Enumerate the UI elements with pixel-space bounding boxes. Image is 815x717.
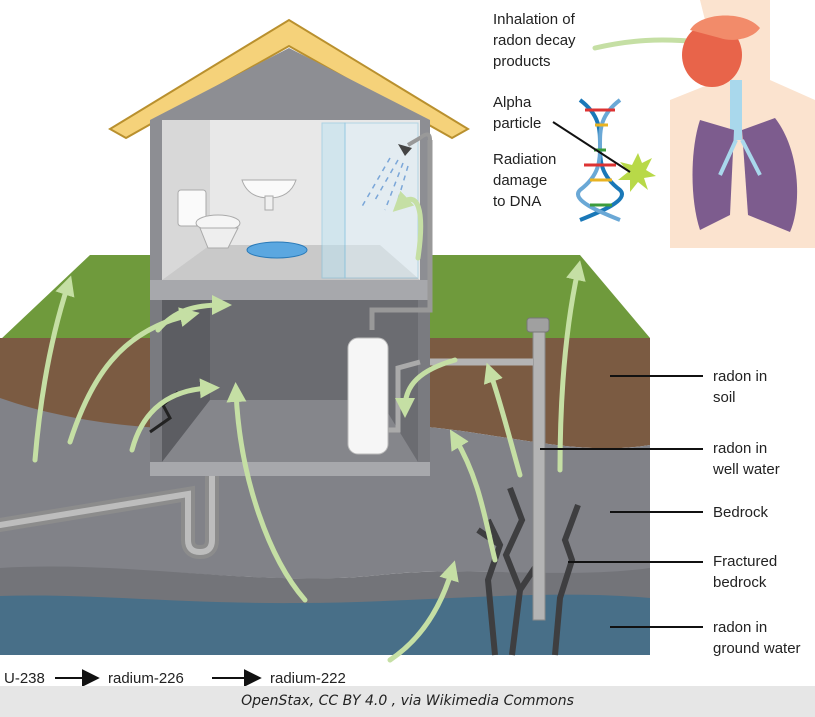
decay-chain: U-238 radium-226 radium-222 bbox=[4, 669, 346, 687]
well bbox=[420, 317, 550, 621]
label-fractured-bedrock: Fractured bedrock bbox=[713, 553, 781, 591]
radon-flow-arrows bbox=[32, 37, 703, 663]
label-radiation-damage: Radiation damage to DNA bbox=[493, 151, 561, 210]
floor-drain bbox=[246, 241, 308, 259]
damage-burst bbox=[618, 153, 656, 192]
label-radon-groundwater: radon in ground water bbox=[713, 619, 801, 657]
decay-radium-226: radium-226 bbox=[108, 670, 184, 686]
shower bbox=[321, 122, 432, 279]
attribution-caption: OpenStax, CC BY 4.0 , via Wikimedia Comm… bbox=[0, 686, 815, 717]
house bbox=[108, 18, 470, 476]
label-radon-soil: radon in soil bbox=[713, 368, 771, 406]
decay-radium-222: radium-222 bbox=[270, 670, 346, 686]
label-bedrock: Bedrock bbox=[713, 504, 769, 521]
diagram-canvas: Inhalation of radon decay products Alpha… bbox=[0, 0, 815, 687]
layer-labels: radon in soil radon in well water Bedroc… bbox=[540, 368, 801, 657]
decay-u238: U-238 bbox=[4, 670, 45, 686]
label-inhalation: Inhalation of radon decay products bbox=[493, 11, 580, 70]
sink bbox=[241, 179, 297, 211]
torso-inset bbox=[670, 0, 815, 248]
roof bbox=[108, 18, 470, 140]
label-alpha-particle: Alpha particle bbox=[493, 94, 541, 132]
floor-slab bbox=[150, 280, 430, 300]
toilet bbox=[177, 189, 241, 249]
alpha-pointer bbox=[552, 121, 631, 173]
groundwater-layer bbox=[0, 594, 650, 655]
label-radon-well: radon in well water bbox=[712, 440, 780, 478]
dna-helix bbox=[576, 98, 656, 222]
